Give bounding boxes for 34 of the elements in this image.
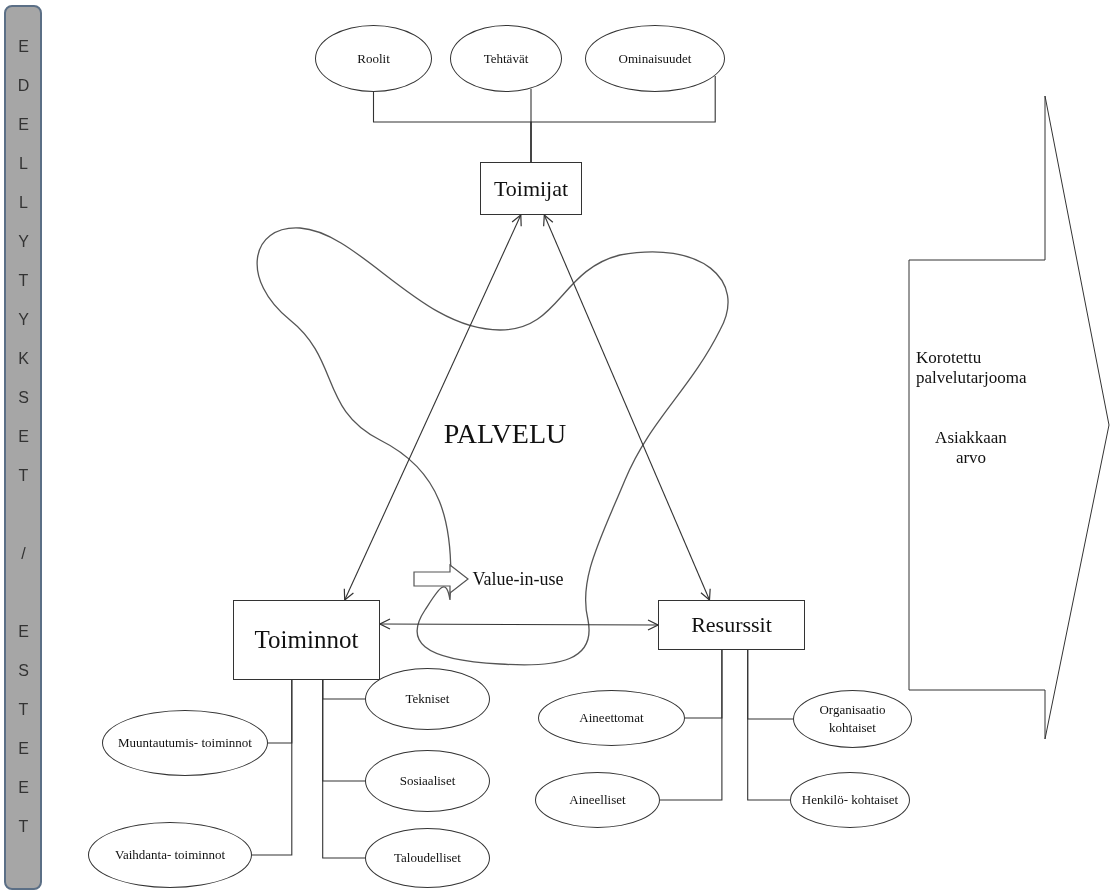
connector-line bbox=[530, 75, 716, 163]
node-label: Ominaisuudet bbox=[618, 49, 692, 68]
process-box bbox=[658, 600, 805, 650]
node-label: Toimijat bbox=[493, 175, 569, 202]
arrow bbox=[343, 214, 522, 601]
connector-line bbox=[251, 679, 293, 856]
node-label: PALVELU bbox=[443, 418, 567, 450]
node-label: Vaihdanta- toiminnot bbox=[114, 846, 226, 864]
node-label: Tekniset bbox=[405, 690, 450, 708]
node-label: Roolit bbox=[357, 49, 390, 68]
arrow bbox=[379, 618, 659, 631]
side-bar bbox=[4, 5, 42, 890]
node-label: Tehtävät bbox=[483, 49, 529, 68]
connector-line bbox=[322, 679, 366, 859]
node-label: Toiminnot bbox=[254, 626, 359, 654]
arrow-label: Asiakkaan arvo bbox=[934, 427, 1008, 468]
node-label: Value-in-use bbox=[472, 568, 564, 590]
node-label: Taloudelliset bbox=[394, 849, 461, 867]
arrow bbox=[543, 214, 711, 601]
node-label: Sosiaaliset bbox=[399, 772, 456, 790]
node-label: Aineettomat bbox=[579, 709, 644, 727]
arrow-label: Korotettu palvelutarjooma bbox=[916, 347, 1028, 388]
process-box bbox=[233, 600, 380, 680]
vertical-label: EDELLYTYKSET / ESTEET bbox=[14, 38, 32, 857]
connector-line bbox=[659, 649, 723, 801]
node-label: Organisaatio kohtaiset bbox=[818, 701, 887, 737]
node-label: Aineelliset bbox=[569, 791, 626, 809]
block-arrow bbox=[413, 563, 469, 595]
node-label: Henkilö- kohtaiset bbox=[801, 791, 899, 809]
process-box bbox=[480, 162, 582, 215]
block-arrow bbox=[908, 95, 1110, 740]
connector-line bbox=[747, 649, 791, 801]
node-label: Resurssit bbox=[691, 612, 772, 638]
node-label: Muuntautumis- toiminnot bbox=[118, 734, 252, 752]
